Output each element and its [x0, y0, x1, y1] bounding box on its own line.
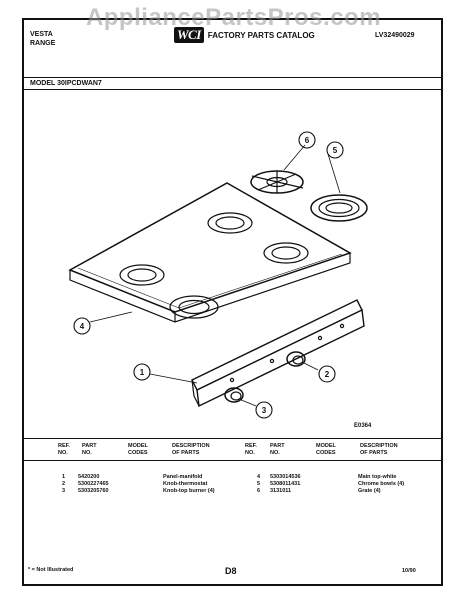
callout-3: 3	[262, 406, 267, 415]
brand-block: VESTA RANGE	[30, 30, 55, 48]
callout-1: 1	[140, 368, 145, 377]
not-illustrated-note: * = Not Illustrated	[28, 567, 74, 573]
callout-circles	[73, 131, 344, 419]
figure-code: E0364	[354, 423, 372, 429]
left-header-description: DESCRIPTION OF PARTS	[172, 443, 210, 456]
watermark: AppliancePartsPros.com	[85, 4, 382, 31]
left-header-ref: REF. NO.	[58, 443, 70, 456]
wci-logo: WCI	[174, 27, 204, 43]
table-top-rule	[22, 438, 443, 439]
callout-2: 2	[325, 370, 330, 379]
catalog-date: 10/90	[402, 568, 416, 574]
callout-5: 5	[333, 146, 338, 155]
page-code: D8	[225, 566, 237, 576]
right-header-ref: REF. NO.	[245, 443, 257, 456]
burner-grate	[250, 170, 304, 194]
left-header-codes: MODEL CODES	[128, 443, 148, 456]
header-rule	[22, 77, 443, 78]
catalog-title-block: WCI FACTORY PARTS CATALOG	[174, 27, 315, 43]
main-top-panel	[68, 182, 352, 323]
right-header-description: DESCRIPTION OF PARTS	[360, 443, 398, 456]
model-label: MODEL 30IPCDWAN7	[30, 80, 102, 87]
catalog-title: FACTORY PARTS CATALOG	[207, 30, 315, 40]
right-header-codes: MODEL CODES	[316, 443, 336, 456]
model-rule	[22, 89, 443, 90]
brand-line-2: RANGE	[30, 40, 56, 47]
catalog-number: LV32490029	[375, 32, 415, 39]
manifold-panel	[191, 299, 365, 408]
callout-4: 4	[80, 322, 85, 331]
top-burner-knob	[224, 387, 244, 403]
exploded-parts-diagram: 1 2 3 4 5 6	[68, 131, 368, 419]
right-header-part: PART NO.	[270, 443, 285, 456]
table-header-rule	[22, 460, 443, 461]
left-header-part: PART NO.	[82, 443, 97, 456]
callout-6: 6	[305, 136, 310, 145]
brand-line-1: VESTA	[30, 31, 53, 38]
leader-lines	[89, 144, 341, 407]
burner-bowls	[119, 212, 309, 319]
chrome-bowl	[310, 194, 368, 222]
thermostat-knob	[286, 351, 306, 367]
